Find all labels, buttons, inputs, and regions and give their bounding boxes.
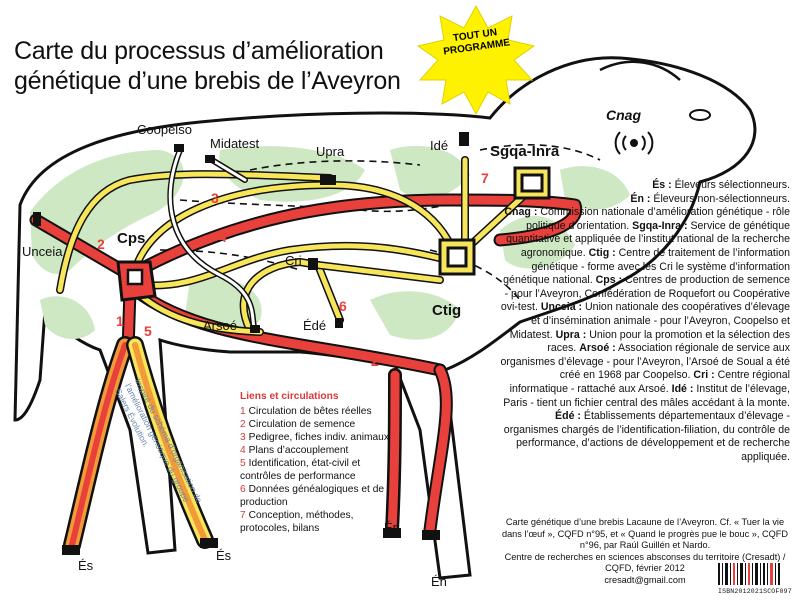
route-number: 7 xyxy=(481,170,489,186)
sgqa-hub xyxy=(513,166,551,200)
credit-block: Carte génétique d’une brebis Lacaune de … xyxy=(498,517,792,586)
glossary-definition: Éleveurs non-sélectionneurs. xyxy=(653,192,790,205)
glossary-definition: Institut de l’élevage, Paris - tient un … xyxy=(503,382,790,409)
cps-hub xyxy=(116,260,157,302)
glossary-definition: Centre régional informatique - rattaché … xyxy=(509,369,790,395)
leg-routes xyxy=(63,336,402,554)
node-label-ctig: Ctig xyxy=(432,302,462,319)
glossary-term: Sgqa-Inra : xyxy=(632,219,688,232)
node-label-es-right: És xyxy=(216,548,232,563)
legend-item-number: 4 xyxy=(240,445,246,456)
glossary-definition: Service de génétique quantitative et app… xyxy=(506,219,790,259)
glossary-definition: Établissements départementaux d’élevage … xyxy=(503,410,790,463)
sheep-ear xyxy=(599,60,681,81)
route-number: 5 xyxy=(144,323,152,339)
node-label-midatest: Midatest xyxy=(210,136,260,151)
small-node-markers xyxy=(33,132,469,555)
glossary-definition: Union pour la promotion et la sélection … xyxy=(547,328,790,355)
page-title: Carte du processus d’amélioration généti… xyxy=(14,36,424,96)
glossary-term: Cps : xyxy=(595,274,623,287)
glossary-definition: Centres de production de semence - pour … xyxy=(500,274,790,314)
node-label-sgqa-inra: Sgqa-Inra xyxy=(490,143,560,160)
yellow-routes xyxy=(56,156,534,336)
legend-title: Liens et circulations xyxy=(240,391,339,402)
node-label-en-right: Én xyxy=(431,574,447,589)
credit-email: cresadt@gmail.com xyxy=(604,574,686,585)
glossary-term: Idé : xyxy=(671,382,694,395)
legend-item-number: 2 xyxy=(240,419,246,430)
route-number: 1 xyxy=(116,313,124,329)
legend-item-label: Circulation de bêtes réelles xyxy=(248,406,372,417)
glossary: És : Éleveurs sélectionneurs. Én : Éleve… xyxy=(500,179,790,464)
legend-item-label: Conception, méthodes, protocoles, bilans xyxy=(240,510,354,534)
glossary-definition: Commission nationale d’amélioration géné… xyxy=(526,206,790,232)
node-label-es-left: És xyxy=(78,558,94,573)
glossary-term: És : xyxy=(652,179,672,191)
node-label-arsoe: Arsoé xyxy=(203,318,237,333)
legend-item-label: Données généalogiques et de production xyxy=(240,484,385,508)
route-number: 6 xyxy=(339,298,347,314)
route-number: 2 xyxy=(371,353,379,369)
route-number: 3 xyxy=(211,190,219,206)
legend-item-number: 3 xyxy=(240,432,246,443)
isbn-label: ISBN2012021SCOF097 xyxy=(718,588,792,595)
glossary-definition: Centre de traitement de l’information gé… xyxy=(503,246,790,287)
node-label-en-left: Én xyxy=(384,520,400,535)
node-label-cps: Cps xyxy=(117,230,146,247)
title-line-2: génétique d’une brebis de l’Aveyron xyxy=(14,67,401,95)
legend-item-number: 1 xyxy=(240,406,246,417)
legend-item-label: Plans d’accouplement xyxy=(248,445,349,456)
sheep-eye xyxy=(689,109,711,121)
legend-item-label: Circulation de semence xyxy=(248,419,356,430)
glossary-term: Én : xyxy=(630,192,651,205)
barcode xyxy=(718,563,780,585)
legend-item-label: Identification, état-civil et contrôles … xyxy=(240,458,361,482)
legend-item-number: 5 xyxy=(240,458,246,469)
route-number: 4 xyxy=(219,229,227,245)
glossary-term: Upra : xyxy=(555,328,587,341)
credit-line-1: Carte génétique d’une brebis Lacaune de … xyxy=(501,517,789,550)
node-label-upra: Upra xyxy=(316,144,345,159)
glossary-term: Arsoé : xyxy=(579,342,616,355)
legend-item-number: 7 xyxy=(240,510,246,521)
node-label-cri: Cri xyxy=(285,253,302,268)
legend-item-number: 6 xyxy=(240,484,246,495)
glossary-term: Ctig : xyxy=(588,246,616,259)
node-label-unceia: Unceia xyxy=(22,244,63,259)
cnag-radio-icon xyxy=(614,131,654,155)
glossary-definition: Éleveurs sélectionneurs. xyxy=(674,179,790,191)
node-label-cnag: Cnag xyxy=(606,107,641,123)
badge-star xyxy=(416,4,536,116)
node-label-ide: Idé xyxy=(430,138,449,153)
ctig-hub xyxy=(438,238,476,276)
node-label-ede: Édé xyxy=(303,318,327,333)
glossary-term: Cri : xyxy=(693,369,715,382)
white-routes xyxy=(167,147,258,333)
node-label-coopelso: Coopelso xyxy=(137,122,192,137)
title-line-1: Carte du processus d’amélioration xyxy=(14,37,384,65)
legend-item-label: Pedigree, fiches indiv. animaux xyxy=(248,432,389,443)
glossary-term: Cnag : xyxy=(504,206,538,219)
credit-line-2: Centre de recherches en sciences abscons… xyxy=(504,551,786,574)
route-number: 2 xyxy=(97,236,105,252)
glossary-definition: Association régionale de service aux org… xyxy=(500,342,790,382)
glossary-term: Édé : xyxy=(555,410,581,423)
glossary-definition: Union nationale des coopératives d’éleva… xyxy=(509,301,790,341)
glossary-term: Unceia : xyxy=(540,301,583,314)
